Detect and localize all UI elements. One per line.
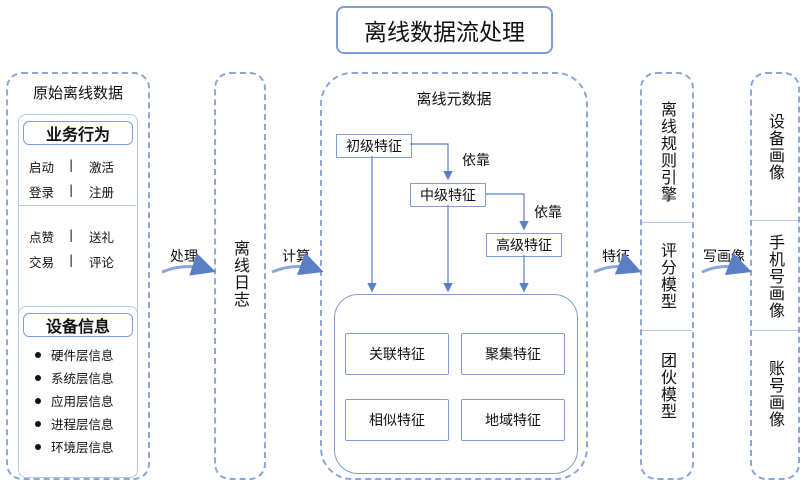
rule-engine-label: 离线规则引擎 [658, 101, 677, 203]
biz-behavior-box: 业务行为 启动 | 激活 登录 | 注册 点赞 | 送礼 交易 | 评论 [18, 114, 138, 364]
device-info-item: 应用层信息 [35, 389, 114, 412]
divider [642, 330, 692, 331]
phone-profile-label: 手机号画像 [766, 233, 785, 319]
biz-item: 送礼 [89, 230, 115, 245]
offline-log-label: 离线日志 [231, 240, 250, 308]
biz-item: 启动 [29, 160, 55, 175]
profiles-panel: 设备画像 手机号画像 账号画像 [750, 72, 800, 480]
device-info-title: 设备信息 [23, 313, 133, 337]
biz-item: 交易 [29, 255, 55, 270]
biz-item: 注册 [89, 185, 115, 200]
separator: | [69, 182, 74, 197]
biz-item: 激活 [89, 160, 115, 175]
gang-model-label: 团伙模型 [658, 352, 677, 420]
feature-primary: 初级特征 [336, 134, 412, 158]
raw-data-header: 原始离线数据 [32, 84, 123, 102]
device-info-item: 环境层信息 [35, 435, 114, 458]
biz-item: 点赞 [29, 230, 55, 245]
separator: | [69, 227, 74, 242]
feature-similarity: 相似特征 [345, 399, 449, 441]
arrow-depend-1 [410, 143, 453, 181]
arrow-feature [593, 252, 642, 275]
account-profile-label: 账号画像 [766, 360, 785, 428]
device-info-item: 进程层信息 [35, 412, 114, 435]
separator: | [69, 252, 74, 267]
offline-log-panel: 离线日志 [214, 72, 266, 480]
divider [752, 330, 798, 331]
device-profile-label: 设备画像 [766, 113, 785, 181]
feature-region: 地域特征 [461, 399, 565, 441]
page-title: 离线数据流处理 [336, 6, 553, 54]
metadata-panel: 离线元数据 初级特征 中级特征 高级特征 依靠 依靠 关联特征 聚集特征 相似特… [320, 72, 588, 480]
arrow-depend-2 [486, 193, 529, 231]
biz-group-2: 点赞 | 送礼 交易 | 评论 [29, 227, 129, 271]
divider [752, 220, 798, 221]
divider [642, 222, 692, 223]
device-info-box: 设备信息 硬件层信息 系统层信息 应用层信息 进程层信息 环境层信息 [18, 306, 138, 478]
separator: | [69, 157, 74, 172]
arrow-compute [271, 252, 324, 276]
scoring-model-label: 评分模型 [658, 242, 677, 310]
feature-container: 关联特征 聚集特征 相似特征 地域特征 [334, 294, 578, 474]
depend-label-1: 依靠 [462, 153, 490, 169]
metadata-header: 离线元数据 [416, 90, 492, 108]
depend-label-2: 依靠 [534, 205, 562, 221]
biz-item: 登录 [29, 185, 55, 200]
arrow-write [701, 252, 752, 276]
feature-aggregation: 聚集特征 [461, 333, 565, 375]
divider [19, 205, 136, 206]
raw-data-panel: 原始离线数据 业务行为 启动 | 激活 登录 | 注册 点赞 | 送礼 交易 |… [6, 72, 150, 480]
device-info-list: 硬件层信息 系统层信息 应用层信息 进程层信息 环境层信息 [35, 343, 114, 458]
feature-association: 关联特征 [345, 333, 449, 375]
biz-behavior-title: 业务行为 [23, 121, 133, 145]
device-info-item: 硬件层信息 [35, 343, 114, 366]
device-info-item: 系统层信息 [35, 366, 114, 389]
models-panel: 离线规则引擎 评分模型 团伙模型 [640, 72, 694, 480]
arrow-process [161, 252, 216, 276]
biz-group-1: 启动 | 激活 登录 | 注册 [29, 157, 129, 201]
biz-item: 评论 [89, 255, 115, 270]
